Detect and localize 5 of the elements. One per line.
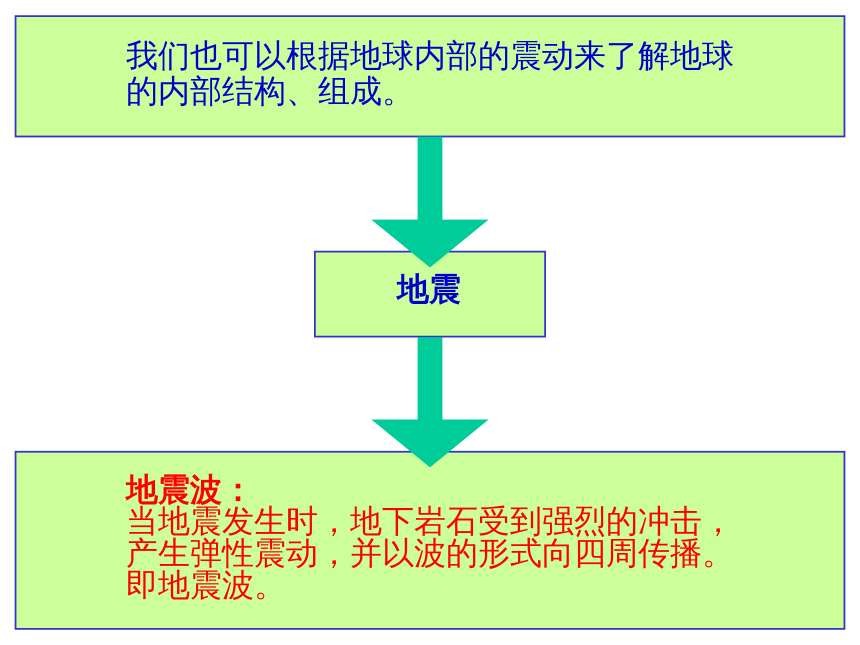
node-box: 地震 [314, 250, 546, 338]
node-box: 我们也可以根据地球内部的震动来了解地球的内部结构、组成。 [14, 15, 846, 138]
node-box: 地震波： 当地震发生时，地下岩石受到强烈的冲击，产生弹性震动，并以波的形式向四周传播。即地震波。 [14, 450, 846, 630]
arrow [371, 337, 489, 468]
arrow [371, 136, 489, 268]
